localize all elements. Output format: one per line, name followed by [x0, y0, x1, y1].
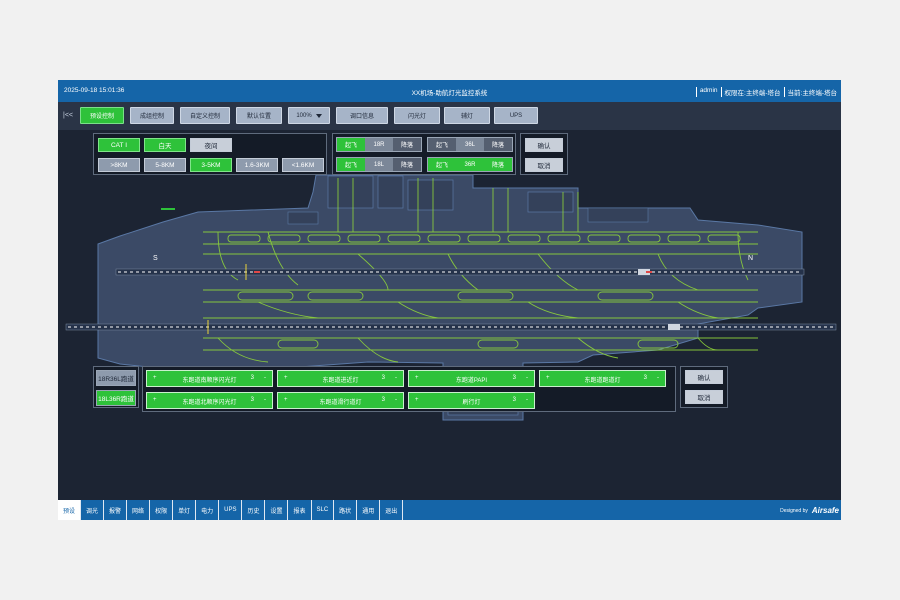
light-control-brush[interactable]: + 刷行灯 3 -	[408, 392, 535, 409]
increase-button[interactable]: +	[153, 397, 157, 403]
tab-slc[interactable]: SLC	[312, 500, 335, 520]
nav-tabs: 预设 调光 报警 网络 权限 单灯 电力 UPS 历史 设置 报表 SLC 路状…	[58, 500, 404, 520]
airsafe-logo: Airsafe	[811, 506, 839, 515]
aux-light-button[interactable]: 辅灯	[444, 107, 490, 124]
runway-label: 18L	[365, 158, 393, 171]
datetime: 2025-09-18 15:01:36	[64, 87, 125, 94]
tab-ups[interactable]: UPS	[219, 500, 243, 520]
current-terminal: 当前:主终端-塔台	[783, 87, 837, 97]
chevron-down-icon	[315, 113, 322, 118]
decrease-button[interactable]: -	[395, 397, 397, 403]
tab-preset[interactable]: 预设	[58, 500, 82, 520]
light-control-north-sequence-flash[interactable]: + 东跑道北顺序闪光灯 3 -	[146, 392, 273, 409]
runway-label: 36L	[456, 138, 484, 151]
runway-18l36r-tab[interactable]: 18L36R跑道	[96, 390, 136, 406]
custom-control-button[interactable]: 自定义控制	[180, 107, 230, 124]
decrease-button[interactable]: -	[264, 397, 266, 403]
rvr-5-8km-button[interactable]: 5-8KM	[144, 158, 186, 172]
day-button[interactable]: 白天	[144, 138, 186, 152]
tab-power[interactable]: 电力	[196, 500, 220, 520]
landing-option[interactable]: 降落	[484, 138, 512, 151]
increase-button[interactable]: +	[153, 375, 157, 381]
decrease-button[interactable]: -	[395, 375, 397, 381]
takeoff-option[interactable]: 起飞	[428, 158, 456, 171]
group-control-button[interactable]: 成组控制	[130, 107, 174, 124]
cat-i-button[interactable]: CAT I	[98, 138, 140, 152]
tab-single-lamp[interactable]: 单灯	[173, 500, 197, 520]
cancel-button[interactable]: 取消	[525, 158, 563, 172]
light-control-runway[interactable]: + 东跑道跑道灯 3 -	[539, 370, 666, 387]
runway-18r36l-tab[interactable]: 18R36L跑道	[96, 370, 136, 386]
rvr-lt1-6km-button[interactable]: <1.6KM	[282, 158, 324, 172]
app-title: XX机场-助航灯光监控系统	[411, 90, 488, 97]
runway-label: 18R	[365, 138, 393, 151]
increase-button[interactable]: +	[415, 375, 419, 381]
takeoff-option[interactable]: 起飞	[337, 138, 365, 151]
light-control-south-sequence-flash[interactable]: + 东跑道南顺序闪光灯 3 -	[146, 370, 273, 387]
increase-button[interactable]: +	[415, 397, 419, 403]
top-action-panel: 确认 取消	[520, 133, 568, 175]
runway-18r-selector[interactable]: 起飞 18R 降落	[336, 137, 422, 152]
zoom-select[interactable]: 100%	[288, 107, 330, 124]
takeoff-option[interactable]: 起飞	[337, 158, 365, 171]
title-bar: 2025-09-18 15:01:36 XX机场-助航灯光监控系统 admin …	[58, 80, 841, 102]
increase-button[interactable]: +	[284, 375, 288, 381]
night-button[interactable]: 夜间	[190, 138, 232, 152]
tab-report[interactable]: 报表	[288, 500, 312, 520]
confirm-button[interactable]: 确认	[685, 370, 723, 384]
runway-36r-selector[interactable]: 起飞 36R 降落	[427, 157, 513, 172]
light-control-taxiway[interactable]: + 东跑道滑行道灯 3 -	[277, 392, 404, 409]
designed-by-label: Designed by	[780, 507, 808, 514]
increase-button[interactable]: +	[284, 397, 288, 403]
landing-option[interactable]: 降落	[393, 138, 421, 151]
decrease-button[interactable]: -	[264, 375, 266, 381]
rvr-3-5km-button[interactable]: 3-5KM	[190, 158, 232, 172]
map-north-label: N	[748, 255, 753, 262]
rvr-gt8km-button[interactable]: >8KM	[98, 158, 140, 172]
runway-select-panel: 18R36L跑道 18L36R跑道	[93, 366, 139, 408]
tab-history[interactable]: 历史	[242, 500, 266, 520]
bottom-action-panel: 确认 取消	[680, 366, 728, 408]
visibility-panel: CAT I 白天 夜间 >8KM 5-8KM 3-5KM 1.6-3KM <1.…	[93, 133, 327, 175]
tab-permission[interactable]: 权限	[150, 500, 174, 520]
light-control-papi[interactable]: + 东跑道PAPI 3 -	[408, 370, 535, 387]
user-name[interactable]: admin	[695, 87, 718, 97]
takeoff-option[interactable]: 起飞	[428, 138, 456, 151]
tab-dimming[interactable]: 调光	[81, 500, 105, 520]
tab-settings[interactable]: 设置	[265, 500, 289, 520]
preset-control-button[interactable]: 预设控制	[80, 107, 124, 124]
collapse-back-button[interactable]: |<<	[63, 112, 73, 119]
increase-button[interactable]: +	[546, 375, 550, 381]
map-south-label: S	[153, 255, 158, 262]
tab-network[interactable]: 网络	[127, 500, 151, 520]
ups-button[interactable]: UPS	[494, 107, 538, 124]
port-info-button[interactable]: 调口信息	[336, 107, 388, 124]
app-window: S N 2025-09-18 15:01:36 XX机场-助航灯光监控系统 ad…	[58, 80, 841, 520]
confirm-button[interactable]: 确认	[525, 138, 563, 152]
light-control-approach[interactable]: + 东跑道进近灯 3 -	[277, 370, 404, 387]
designed-by: Designed by Airsafe	[780, 506, 839, 515]
tab-general[interactable]: 通用	[357, 500, 381, 520]
light-control-panel: + 东跑道南顺序闪光灯 3 - + 东跑道进近灯 3 - + 东跑道PAPI 3…	[142, 366, 676, 412]
runway-label: 36R	[456, 158, 484, 171]
flash-light-button[interactable]: 闪光灯	[394, 107, 440, 124]
decrease-button[interactable]: -	[657, 375, 659, 381]
cancel-button[interactable]: 取消	[685, 390, 723, 404]
runway-36l-selector[interactable]: 起飞 36L 降落	[427, 137, 513, 152]
landing-option[interactable]: 降落	[484, 158, 512, 171]
runway-direction-panel: 起飞 18R 降落 起飞 18L 降落 起飞 36L 降落 起飞 36R 降落	[332, 133, 516, 175]
landing-option[interactable]: 降落	[393, 158, 421, 171]
airfield-map: S N	[65, 174, 837, 421]
tab-road-status[interactable]: 路状	[334, 500, 358, 520]
bottom-nav: 预设 调光 报警 网络 权限 单灯 电力 UPS 历史 设置 报表 SLC 路状…	[58, 500, 841, 520]
tab-alarm[interactable]: 报警	[104, 500, 128, 520]
runway-18l-selector[interactable]: 起飞 18L 降落	[336, 157, 422, 172]
toolbar: |<< 预设控制 成组控制 自定义控制 默认位置 100% 调口信息 闪光灯 辅…	[58, 102, 841, 130]
permission-status: 权限在:主终端-塔台	[720, 87, 781, 97]
decrease-button[interactable]: -	[526, 375, 528, 381]
decrease-button[interactable]: -	[526, 397, 528, 403]
rvr-1-6-3km-button[interactable]: 1.6-3KM	[236, 158, 278, 172]
default-position-button[interactable]: 默认位置	[236, 107, 282, 124]
tab-exit[interactable]: 退出	[380, 500, 404, 520]
